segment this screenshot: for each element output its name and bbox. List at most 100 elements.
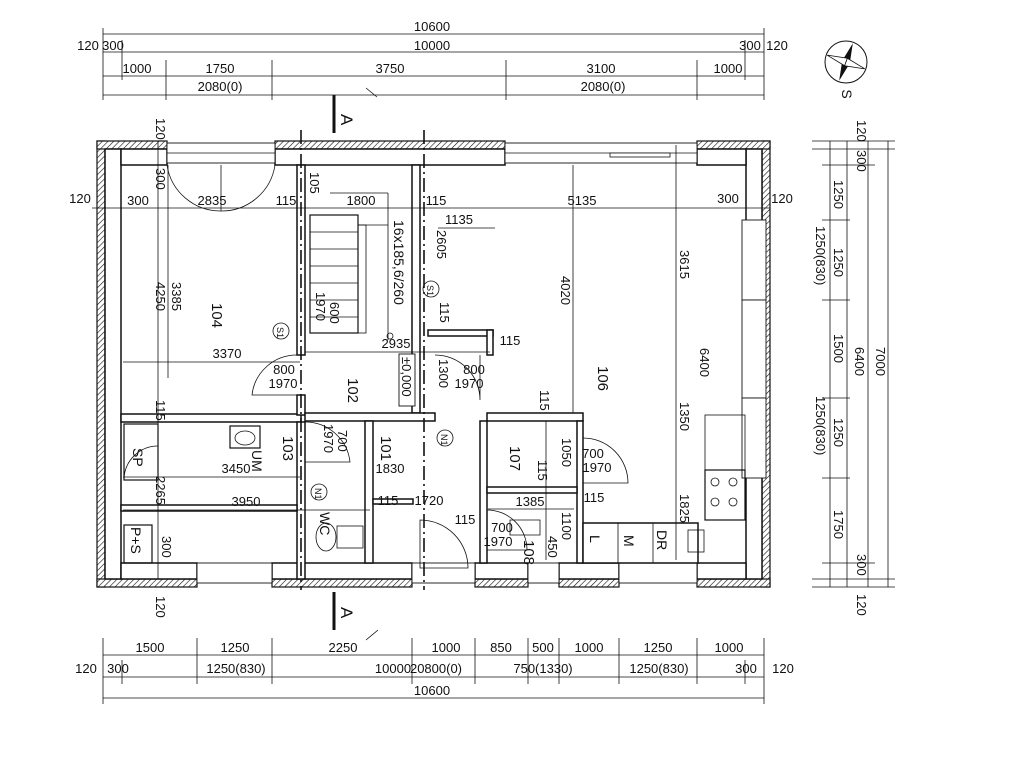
bottom-dimension-chain: 1500 1250 2250 1000 850 500 1000 1250 10… — [75, 638, 794, 704]
interior-dimensions: 120 300 2835 115 105 1800 115 5135 300 1… — [69, 118, 793, 618]
room-labels: 104 106 102 101 103 107 108 16x185,6/260… — [128, 220, 670, 565]
section-marker-top: A — [332, 87, 378, 133]
dim-1100: 1100 — [559, 512, 574, 540]
dim-1385: 1385 — [516, 494, 545, 509]
dim-115-e: 115 — [537, 390, 552, 411]
dim-700-c: 700 — [491, 520, 513, 535]
dim-600: 600 — [327, 302, 342, 324]
label-dr: DR — [654, 530, 670, 550]
dim-6400-int: 6400 — [697, 348, 712, 377]
bottom-seg-4: 1000 — [432, 640, 461, 655]
dim-3450: 3450 — [222, 461, 251, 476]
level-mark: ±0,000 — [399, 357, 414, 397]
dim-1970-b: 1970 — [455, 376, 484, 391]
dim-1970-d: 1970 — [583, 460, 612, 475]
dim-5135: 5135 — [568, 193, 597, 208]
compass-rose: S — [824, 40, 868, 99]
dim-300-bot-int: 300 — [159, 536, 174, 558]
top-left-dim-2: 300 — [102, 38, 124, 53]
marker-n1-mid: N1 — [439, 434, 449, 446]
dim-2605: 2605 — [434, 230, 449, 259]
right-overall-dim: 7000 — [873, 347, 888, 376]
right-seg-1750: 1750 — [831, 510, 846, 539]
top-seg-2: 1750 — [206, 61, 235, 76]
dim-1135: 1135 — [445, 212, 473, 227]
dim-450: 450 — [545, 536, 560, 558]
bottom-seg-8: 1250 — [644, 640, 673, 655]
dim-1970-a: 1970 — [269, 376, 298, 391]
dim-3950: 3950 — [232, 494, 261, 509]
room-102: 102 — [344, 378, 361, 403]
dim-2835: 2835 — [198, 193, 227, 208]
dim-1300: 1300 — [436, 359, 451, 388]
top-opening-1: 2080(0) — [198, 79, 243, 94]
stair-spec: 16x185,6/260 — [391, 220, 407, 305]
dim-1350: 1350 — [677, 402, 692, 431]
label-wc: WC — [317, 512, 333, 535]
bottom-inner-dim: 10000 — [375, 661, 411, 676]
dim-800-b: 800 — [463, 362, 485, 377]
dim-1970-e: 1970 — [484, 534, 513, 549]
dim-120-bot-int: 120 — [153, 596, 168, 618]
dim-115-h: 115 — [378, 493, 399, 508]
right-seg-120-bot: 120 — [854, 594, 869, 616]
doors — [166, 164, 629, 569]
dim-3370: 3370 — [213, 346, 242, 361]
bottom-seg-5: 850 — [490, 640, 512, 655]
right-seg-1250-c: 1250 — [831, 418, 846, 447]
right-seg-1250-830-a: 1250(830) — [813, 226, 828, 285]
top-seg-1: 1000 — [123, 61, 152, 76]
bottom-left-dim: 120 — [75, 661, 97, 676]
top-seg-3: 3750 — [376, 61, 405, 76]
top-overall-dim: 10600 — [414, 19, 450, 34]
bottom-seg-9: 1000 — [715, 640, 744, 655]
dim-4250: 4250 — [153, 282, 168, 311]
dim-1970-c: 1970 — [321, 424, 336, 453]
dim-300-left: 300 — [127, 193, 149, 208]
dim-120-left: 120 — [69, 191, 91, 206]
dim-3385: 3385 — [169, 282, 184, 311]
label-fridge: L — [587, 535, 603, 543]
dim-1720: 1720 — [415, 493, 444, 508]
bottom-seg-1: 1500 — [136, 640, 165, 655]
dim-700-b: 700 — [582, 446, 604, 461]
top-left-dim: 120 — [77, 38, 99, 53]
dim-120-right: 120 — [771, 191, 793, 206]
top-dimension-chain: 10600 10000 120 300 300 120 1000 1750 37… — [77, 19, 788, 100]
staircase — [309, 192, 394, 340]
dim-3615: 3615 — [677, 250, 692, 279]
label-dishwasher: M — [621, 535, 637, 547]
dim-4020: 4020 — [558, 276, 573, 305]
bottom-opening-1: 1250(830) — [206, 661, 265, 676]
bottom-opening-2: 20800(0) — [410, 661, 462, 676]
room-104: 104 — [208, 303, 225, 328]
top-right-dim: 300 — [739, 38, 761, 53]
dim-115-i: 115 — [584, 490, 605, 505]
dim-300-top-int: 300 — [153, 168, 168, 190]
dim-2265: 2265 — [153, 476, 168, 505]
right-seg-120-top: 120 — [854, 120, 869, 142]
dim-1050: 1050 — [559, 438, 574, 467]
dim-1825: 1825 — [677, 494, 692, 523]
fixtures — [123, 414, 746, 564]
right-seg-1250-830-b: 1250(830) — [813, 396, 828, 455]
bottom-overall-dim: 10600 — [414, 683, 450, 698]
dim-700-a: 700 — [335, 430, 350, 452]
right-seg-300-bot: 300 — [854, 554, 869, 576]
dim-115-b: 115 — [426, 193, 447, 208]
dim-115-g: 115 — [535, 460, 550, 481]
room-103: 103 — [279, 436, 296, 461]
marker-n1-left: N1 — [313, 488, 323, 500]
dim-115-f: 115 — [153, 400, 168, 421]
dim-120-top-int: 120 — [153, 118, 168, 140]
room-101: 101 — [377, 436, 394, 461]
dim-115-c: 115 — [437, 302, 452, 323]
marker-s1-right: S1 — [425, 285, 435, 296]
dim-2935: 2935 — [382, 336, 411, 351]
bottom-seg-7: 1000 — [575, 640, 604, 655]
label-sink: UM — [249, 450, 265, 472]
top-seg-4: 3100 — [587, 61, 616, 76]
dim-115-d: 115 — [500, 333, 521, 348]
dim-115-j: 115 — [455, 512, 476, 527]
